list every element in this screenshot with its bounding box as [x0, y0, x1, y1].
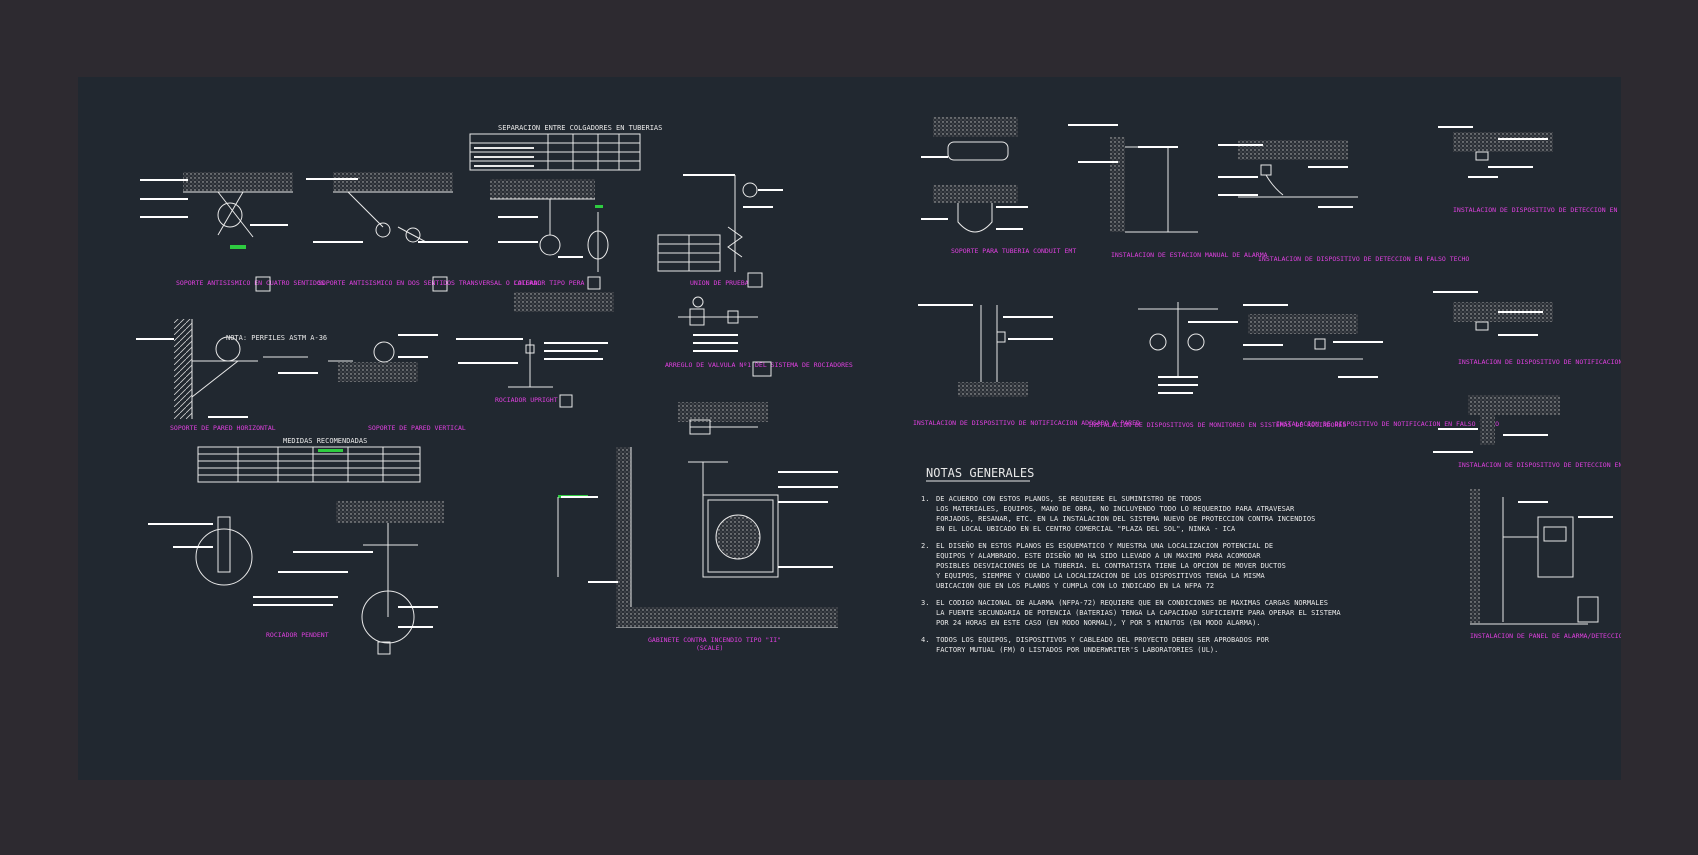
detail-symbol [432, 276, 448, 292]
upright-sprinkler-detail [456, 292, 614, 388]
note-line: EL DISEÑO EN ESTOS PLANOS ES ESQUEMATICO… [936, 541, 1273, 550]
title-seismic-4way: SOPORTE ANTISISMICO EN CUATRO SENTIDOS [176, 279, 325, 287]
detail-symbol [559, 394, 573, 408]
notes-list: 1. DE ACUERDO CON ESTOS PLANOS, SE REQUIE… [921, 495, 1341, 654]
valve-arrangement-detail [678, 296, 758, 352]
detection-beam-detail [1433, 395, 1560, 453]
note-number: 4. [921, 636, 929, 644]
note-number: 2. [921, 542, 929, 550]
manual-station-detail [1068, 124, 1198, 233]
title-test-union: UNION DE PRUEBA [690, 279, 749, 287]
detail-symbol [587, 276, 601, 290]
title-fire-cabinet: GABINETE CONTRA INCENDIO TIPO "II" [648, 636, 781, 644]
title-notification-wall: INSTALACION DE DISPOSITIVO DE NOTIFICACI… [913, 419, 1140, 427]
notification-wall-detail [918, 304, 1053, 397]
test-union-detail [657, 174, 783, 272]
general-notes: NOTAS GENERALES 1. DE ACUERDO CON ESTOS P… [921, 466, 1341, 654]
wall-support-detail [136, 319, 438, 419]
title-notification-ceiling: INSTALACION DE DISPOSITIVO DE NOTIFICACI… [1458, 358, 1621, 366]
note-line: POR 24 HORAS EN ESTE CASO (EN MODO NORMA… [936, 619, 1261, 627]
title-seismic-2way: SOPORTE ANTISISMICO EN DOS SENTIDOS TRAN… [318, 279, 541, 287]
note-line: EL CODIGO NACIONAL DE ALARMA (NFPA-72) R… [936, 599, 1328, 607]
monitoring-devices-detail [1138, 302, 1238, 394]
title-pendent-sprinkler: ROCIADOR PENDENT [266, 631, 329, 639]
detection-ceiling-detail [1438, 126, 1553, 178]
title-alarm-panel: INSTALACION DE PANEL DE ALARMA/DETECCION… [1470, 632, 1621, 640]
hanger-table-title: SEPARACION ENTRE COLGADORES EN TUBERIAS [498, 124, 662, 132]
conduit-support-detail [921, 117, 1028, 233]
measures-table [197, 446, 421, 483]
hanger-spacing-table [469, 133, 641, 171]
note-line: EN EL LOCAL UBICADO EN EL CENTRO COMERCI… [936, 525, 1236, 533]
title-wall-support-vertical: SOPORTE DE PARED VERTICAL [368, 424, 466, 432]
fire-cabinet-detail [557, 402, 838, 628]
note-line: LA FUENTE SECUNDARIA DE POTENCIA (BATERI… [936, 609, 1341, 617]
note-line: EQUIPOS Y ALAMBRADO. ESTE DISEÑO NO HA S… [936, 551, 1261, 560]
cad-drawing: SOPORTE ANTISISMICO EN CUATRO SENTIDOS S… [136, 117, 1621, 655]
title-detection-false-ceiling: INSTALACION DE DISPOSITIVO DE DETECCION … [1258, 255, 1469, 263]
note-line: UBICACION QUE EN LOS PLANOS Y CUMPLA CON… [936, 582, 1214, 590]
note-line: FACTORY MUTUAL (FM) O LISTADOS POR UNDER… [936, 646, 1218, 654]
title-monitoring-devices: INSTALACION DE DISPOSITIVOS DE MONITOREO… [1088, 421, 1346, 429]
measures-title: MEDIDAS RECOMENDADAS [283, 437, 367, 445]
title-fire-cabinet-scale: (SCALE) [696, 644, 723, 652]
note-line: Y EQUIPOS, SIEMPRE Y CUANDO LA LOCALIZAC… [936, 572, 1266, 580]
detail-symbol [747, 272, 763, 288]
note-line: POSIBLES DESVIACIONES DE LA TUBERIA. EL … [936, 562, 1286, 570]
detection-false-ceiling-detail [1218, 140, 1358, 208]
pendent-sprinkler-detail [148, 501, 444, 644]
note-line: LOS MATERIALES, EQUIPOS, MANO DE OBRA, N… [936, 505, 1295, 513]
note-line: TODOS LOS EQUIPOS, DISPOSITIVOS Y CABLEA… [936, 636, 1270, 644]
notes-title: NOTAS GENERALES [926, 466, 1034, 480]
alarm-panel-detail [1470, 489, 1613, 625]
note-number: 1. [921, 495, 929, 503]
seismic-support-4way-detail [140, 172, 293, 249]
detail-symbol [377, 641, 391, 655]
title-manual-station: INSTALACION DE ESTACION MANUAL DE ALARMA [1111, 251, 1268, 259]
title-pear-hanger: COLGADOR TIPO PERA [514, 279, 585, 287]
title-valve-arrangement: ARREGLO DE VALVULA Nº1 DEL SISTEMA DE RO… [665, 361, 853, 369]
note-line: FORJADOS, RESANAR, ETC. EN LA INSTALACIO… [936, 515, 1315, 523]
title-notification-false-ceiling: INSTALACION DE DISPOSITIVO DE NOTIFICACI… [1276, 420, 1499, 428]
drawing-sheet: SOPORTE ANTISISMICO EN CUATRO SENTIDOS S… [78, 77, 1621, 780]
title-detection-ceiling: INSTALACION DE DISPOSITIVO DE DETECCION … [1453, 206, 1621, 214]
note-number: 3. [921, 599, 929, 607]
note-line: DE ACUERDO CON ESTOS PLANOS, SE REQUIERE… [936, 495, 1202, 503]
notification-ceiling-detail [1433, 291, 1553, 336]
title-conduit-support: SOPORTE PARA TUBERIA CONDUIT EMT [951, 247, 1076, 255]
pear-hanger-detail [490, 179, 609, 272]
title-upright-sprinkler: ROCIADOR UPRIGHT [495, 396, 558, 404]
notification-false-ceiling-detail [1243, 304, 1383, 378]
title-detection-beam: INSTALACION DE DISPOSITIVO DE DETECCION … [1458, 461, 1621, 469]
seismic-support-2way-detail [306, 172, 468, 243]
detail-symbol [752, 361, 772, 377]
title-wall-support-horizontal: SOPORTE DE PARED HORIZONTAL [170, 424, 276, 432]
profile-note: NOTA: PERFILES ASTM A-36 [226, 334, 327, 342]
detail-symbol [255, 276, 271, 292]
